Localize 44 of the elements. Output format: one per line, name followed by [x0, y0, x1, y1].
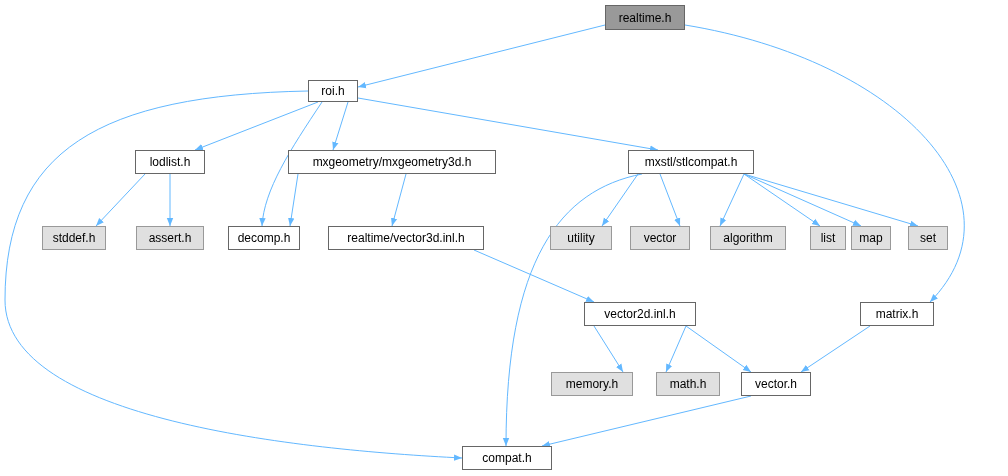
file-box: vector2d.inl.h [584, 302, 696, 326]
arrow [743, 173, 862, 227]
file-box: memory.h [551, 372, 633, 396]
arrow [719, 173, 745, 227]
arrow [684, 24, 965, 303]
file-box: map [851, 226, 891, 250]
arrow [332, 101, 349, 151]
arrow [357, 24, 606, 89]
arrow [473, 249, 595, 303]
file-box: mxgeometry/mxgeometry3d.h [288, 150, 496, 174]
arrow [800, 325, 871, 373]
arrow [743, 173, 821, 227]
arrow [665, 325, 687, 373]
file-box: list [810, 226, 846, 250]
arrow [4, 90, 463, 461]
file-box: mxstl/stlcompat.h [628, 150, 754, 174]
arrow [659, 173, 681, 227]
arrow [194, 101, 319, 151]
arrow [288, 173, 299, 227]
arrow [503, 173, 643, 447]
file-box: decomp.h [228, 226, 300, 250]
arrow [541, 395, 752, 448]
file-box: realtime.h [605, 5, 685, 30]
file-box: roi.h [308, 80, 358, 102]
arrow [685, 325, 752, 373]
file-box: vector.h [741, 372, 811, 396]
arrow [259, 101, 323, 227]
arrow [166, 173, 174, 227]
arrow [357, 97, 659, 152]
file-box: utility [550, 226, 612, 250]
file-box: stddef.h [42, 226, 106, 250]
file-box: compat.h [462, 446, 552, 470]
file-box: vector [630, 226, 690, 250]
file-box: algorithm [710, 226, 786, 250]
arrow [593, 325, 624, 373]
file-box: lodlist.h [135, 150, 205, 174]
file-box: math.h [656, 372, 720, 396]
file-box: set [908, 226, 948, 250]
arrow [601, 173, 639, 227]
arrow [391, 173, 407, 227]
file-box: matrix.h [860, 302, 934, 326]
file-box: realtime/vector3d.inl.h [328, 226, 484, 250]
file-box: assert.h [136, 226, 204, 250]
arrow [95, 173, 146, 227]
